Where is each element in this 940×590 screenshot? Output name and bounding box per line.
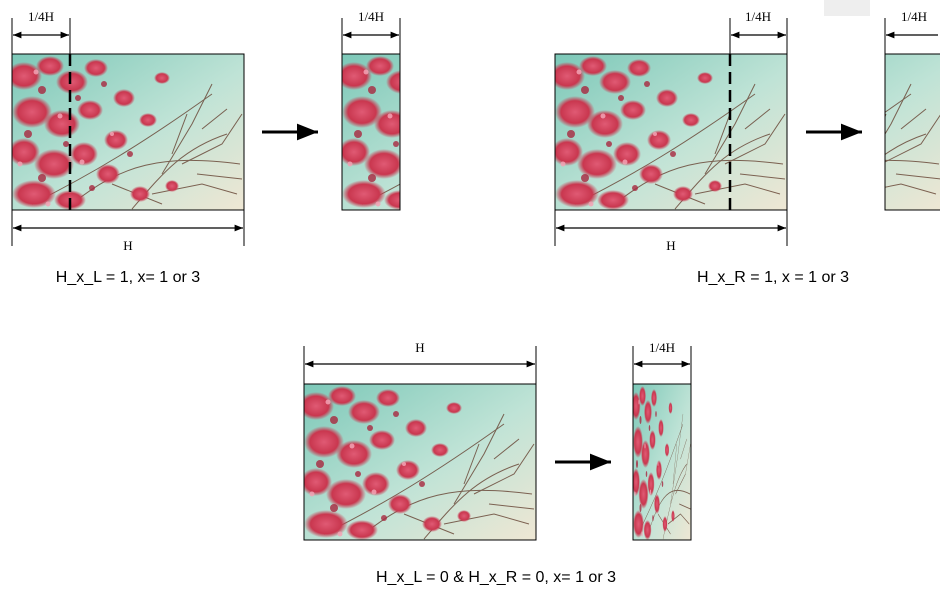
full-width-label: H — [415, 340, 424, 355]
full-width-dimension: H — [11, 210, 245, 253]
quarter-width-dimension: 1/4H — [884, 9, 938, 54]
right-crop-caption: H_x_R = 1, x = 1 or 3 — [697, 269, 849, 286]
full-width-dimension: H — [303, 340, 537, 384]
squeeze-caption: H_x_L = 0 & H_x_R = 0, x= 1 or 3 — [376, 569, 616, 586]
quarter-width-label: 1/4H — [745, 9, 771, 24]
right-crop-group: 1/4H H 1/4H H_x_R = 1, x = 1 or 3 — [554, 0, 940, 286]
left-crop-group: 1/4H H 1/4H H_x_L = 1, x= 1 or 3 — [11, 9, 401, 286]
left-crop-caption: H_x_L = 1, x= 1 or 3 — [56, 269, 200, 286]
source-photo — [12, 54, 244, 210]
quarter-width-label: 1/4H — [358, 9, 384, 24]
full-width-label: H — [123, 238, 132, 253]
full-width-label: H — [666, 238, 675, 253]
source-photo — [304, 384, 536, 540]
quarter-width-dimension: 1/4H — [729, 9, 788, 54]
toolbar-fragment — [824, 0, 870, 16]
quarter-width-dimension: 1/4H — [11, 9, 71, 54]
quarter-width-label: 1/4H — [649, 340, 675, 355]
squeezed-result-photo — [633, 384, 691, 540]
quarter-width-dimension: 1/4H — [341, 9, 401, 54]
quarter-width-label: 1/4H — [901, 9, 927, 24]
squeeze-group: H 1/4H H_x_L = 0 & H_x_R = 0, x= 1 or 3 — [303, 340, 692, 586]
source-photo — [555, 54, 787, 210]
quarter-width-dimension: 1/4H — [632, 340, 692, 384]
full-width-dimension: H — [554, 210, 788, 253]
cropped-result-photo — [342, 54, 400, 210]
quarter-width-label: 1/4H — [28, 9, 54, 24]
